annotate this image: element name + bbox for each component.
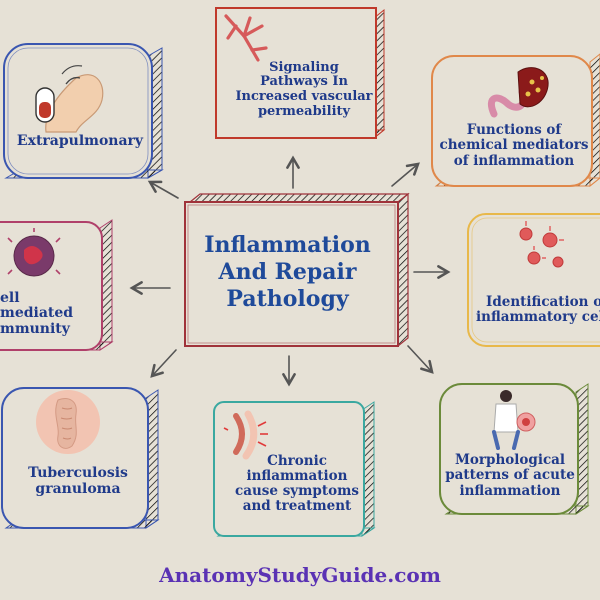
chemical-box [431, 53, 600, 188]
morphological-line-1: Morphological [454, 452, 566, 469]
node-chemical: Functions of chemical mediators of infla… [434, 118, 594, 174]
identification-box [467, 213, 600, 347]
node-chronic: Chronic inflammation cause symptoms and … [222, 448, 372, 520]
node-extrapulmonary: Extrapulmonary [8, 130, 152, 154]
signaling-line-2: Pathways In [260, 74, 348, 90]
identification-line-2: inflammatory cel [476, 309, 600, 325]
blood-vessel-cross-section-icon [487, 67, 549, 118]
identification-line-1: Identification of [486, 293, 600, 310]
center-title-line-1: Inflammation [204, 232, 371, 258]
tuberculosis-line-2: granuloma [35, 481, 121, 497]
center-title-line-3: Pathology [226, 285, 349, 312]
signaling-line-4: permeability [257, 103, 351, 119]
patient-pain-icon [492, 390, 536, 450]
cell-mediated-line-2: mmunity [0, 320, 70, 337]
inflamed-joint-icon [223, 410, 268, 460]
tuberculosis-line-1: Tuberculosis [28, 465, 128, 482]
morphological-box [439, 383, 590, 515]
morphological-line-2: patterns of acute [445, 467, 575, 484]
signaling-line-1: Signaling [269, 59, 339, 75]
node-signaling: Signaling Pathways In Increased vascular… [230, 52, 378, 128]
arrow-to-morphological [407, 345, 434, 374]
shoulder-vial-icon [35, 65, 104, 133]
signaling-box [215, 7, 386, 140]
chronic-line-3: cause symptoms [235, 483, 359, 499]
footer-site-name: AnatomyStudyGuide.com [159, 563, 441, 587]
morphological-line-3: inflammation [459, 482, 561, 499]
chemical-line-2: chemical mediators [439, 137, 589, 154]
cell-mediated-line-1: ell mediated [0, 289, 74, 322]
chronic-line-4: and treatment [242, 498, 352, 515]
arrows [129, 155, 451, 387]
center-title: Inflammation And Repair Pathology [185, 232, 390, 312]
node-morphological: Morphological patterns of acute inflamma… [440, 448, 580, 504]
arrow-to-tuberculosis [150, 349, 177, 378]
immune-cell-icon [7, 228, 61, 277]
node-tuberculosis: Tuberculosis granuloma [8, 462, 148, 502]
node-identification: Identification of inflammatory cel [476, 290, 600, 330]
arrow-to-extrapulmonary [147, 180, 179, 199]
chronic-line-1: Chronic [267, 452, 327, 469]
center-box [184, 192, 410, 348]
inflammatory-cells-icon [519, 221, 564, 268]
extrapulmonary-label: Extrapulmonary [16, 133, 144, 150]
chemical-line-1: Functions of [466, 122, 562, 139]
center-title-line-2: And Repair [218, 258, 357, 285]
chronic-line-2: inflammation [246, 467, 348, 484]
node-cell-mediated: ell mediated mmunity [0, 289, 96, 337]
blood-vessel-branch-icon [224, 14, 268, 62]
signaling-line-3: Increased vascular [235, 89, 373, 104]
arrow-to-chemical [391, 162, 420, 187]
granuloma-icon [36, 390, 100, 454]
chemical-line-3: of inflammation [453, 152, 575, 169]
